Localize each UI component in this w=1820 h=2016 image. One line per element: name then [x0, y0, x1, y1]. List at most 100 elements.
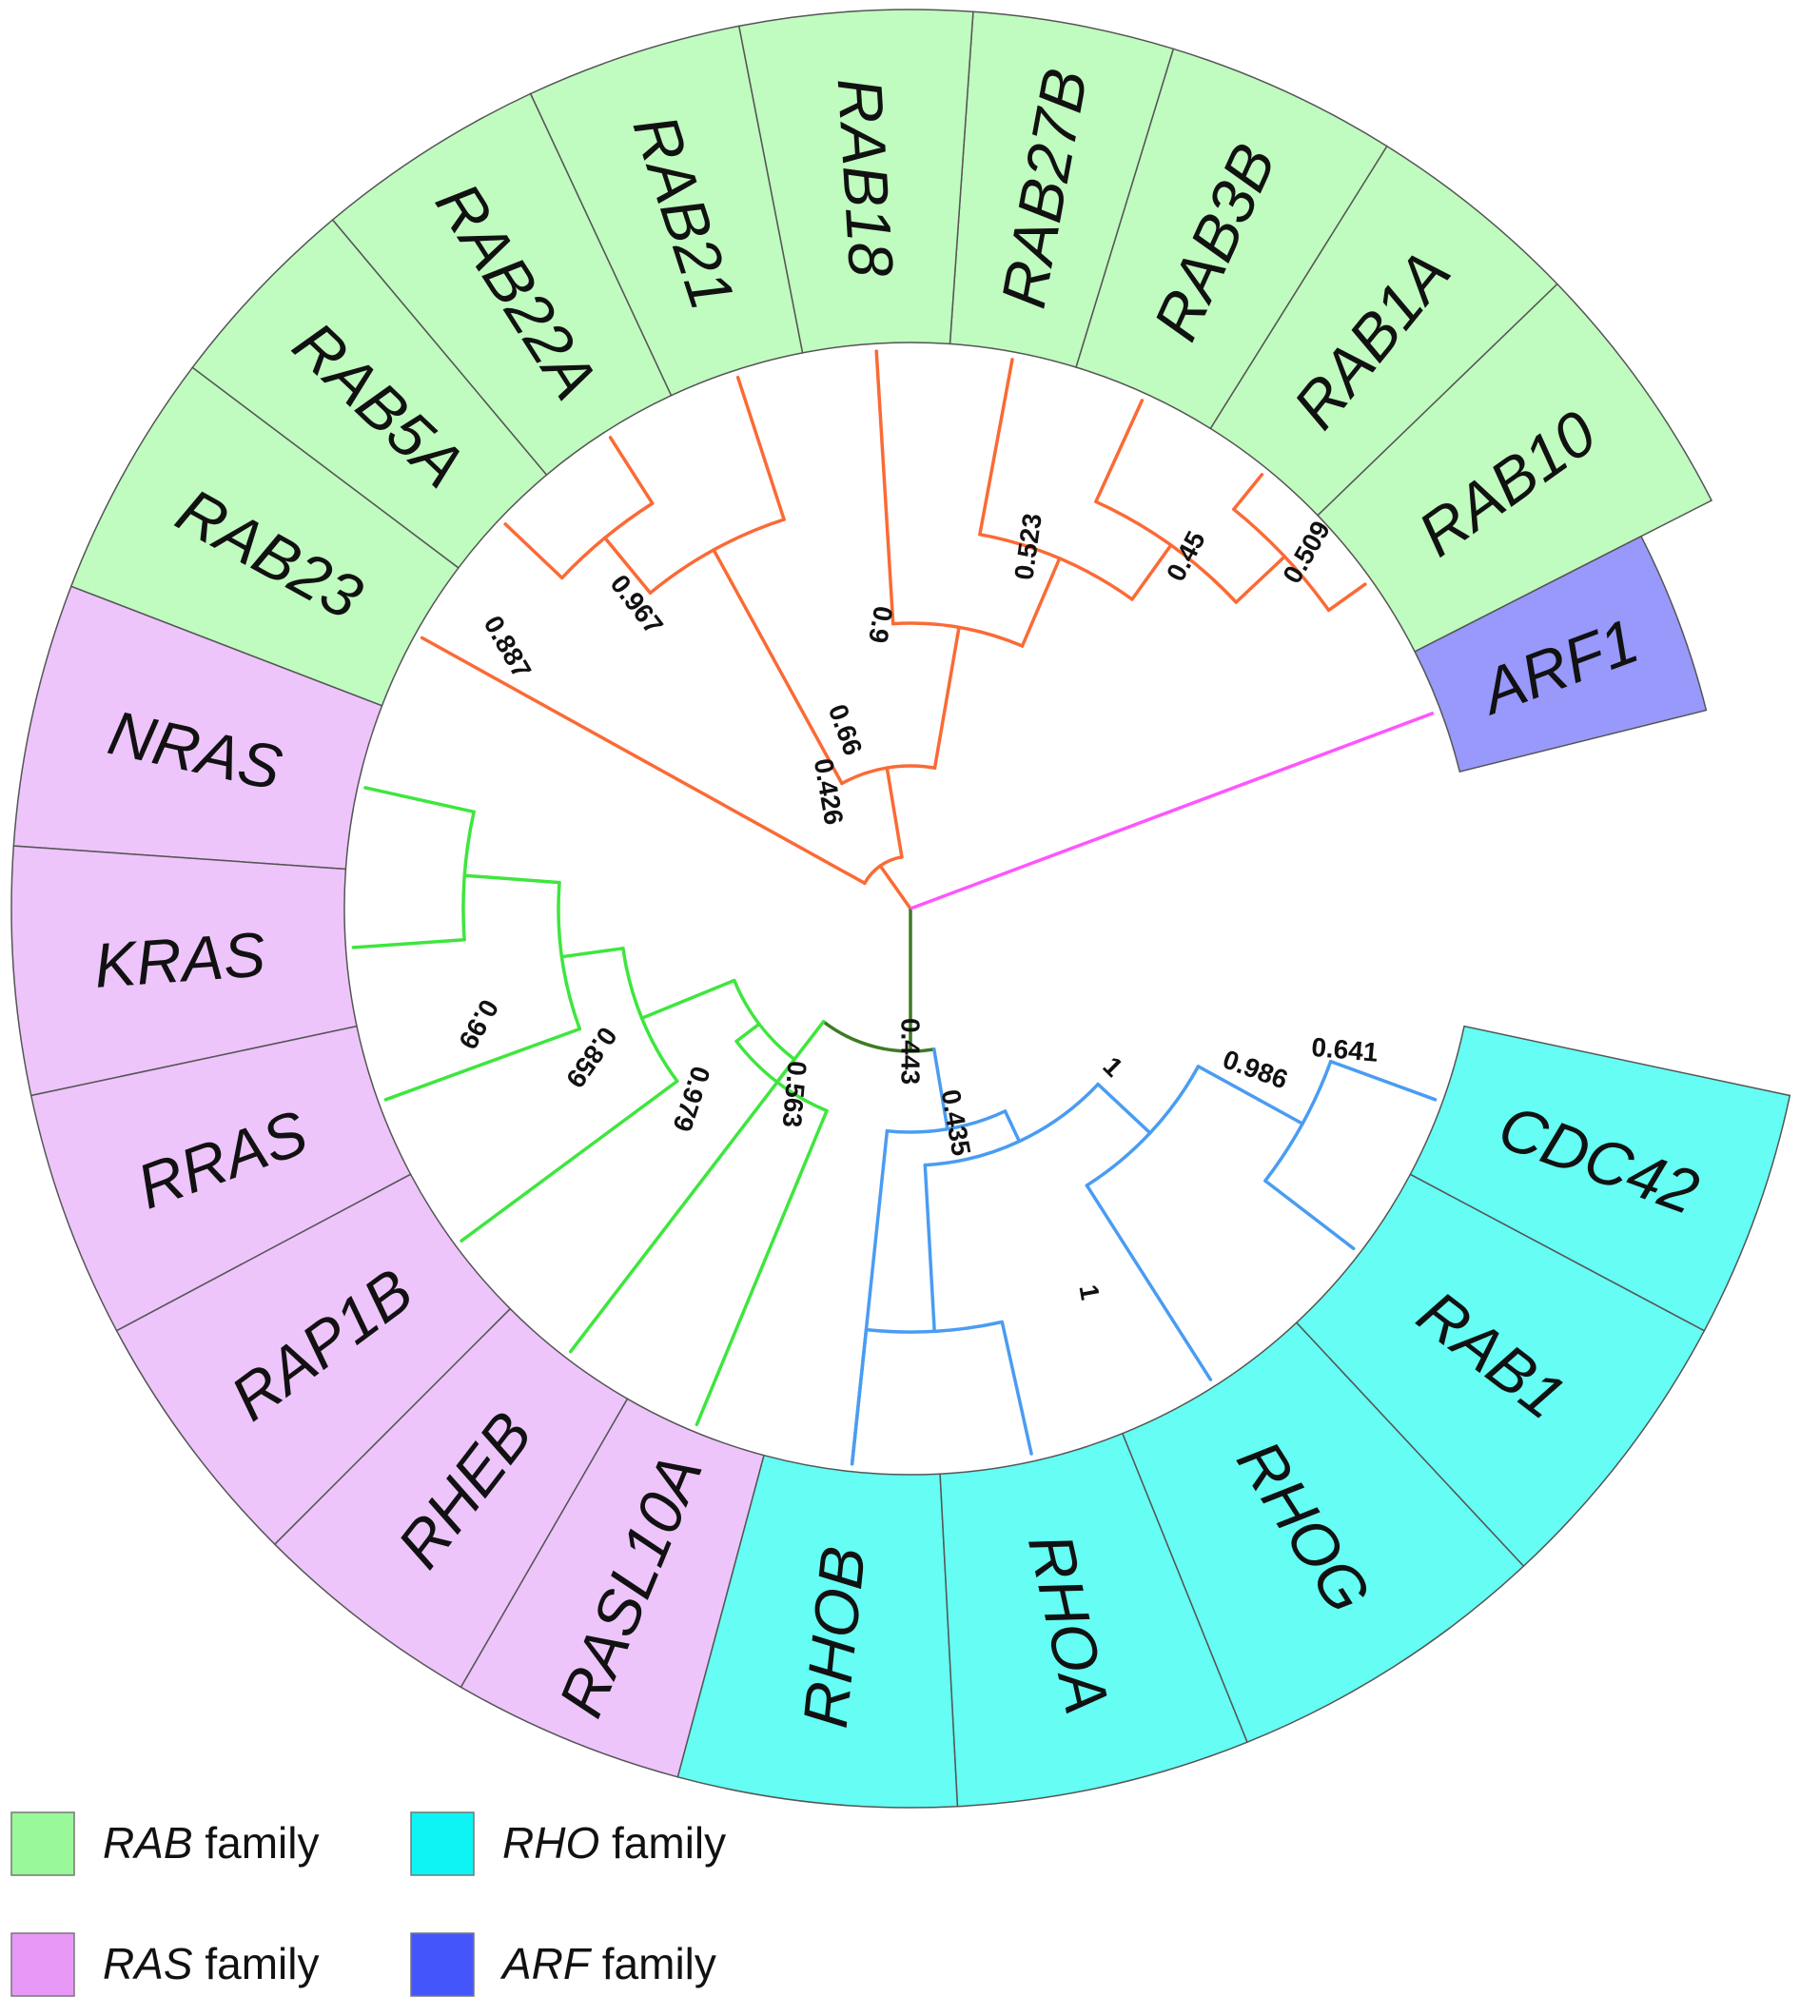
ring-segment-rasl10a: RASL10A	[460, 1398, 765, 1778]
ring-segment-fill	[1409, 1025, 1791, 1332]
support-value-label: 1	[1097, 1051, 1128, 1083]
clade-arc	[978, 532, 1134, 601]
clade-arc	[840, 764, 937, 786]
ring-segment-rab10: RAB10	[1316, 283, 1713, 653]
clade-arc	[923, 1082, 1100, 1167]
leaf-branch-rheb	[568, 1057, 796, 1354]
leaf-branch-rab27b	[978, 358, 1014, 537]
legend-swatch	[410, 1811, 475, 1876]
internal-branch	[923, 1163, 936, 1334]
ring-segment-rap1b: RAP1B	[115, 1173, 512, 1546]
clade-arc	[461, 810, 476, 942]
ring-segment-rras: RRAS	[29, 1025, 412, 1332]
support-value-label: 0.66	[823, 700, 869, 759]
leaf-branch-rhoa	[1000, 1320, 1033, 1456]
leaf-label-kras: KRAS	[92, 919, 267, 1001]
leaf-branch-rab21	[735, 375, 786, 521]
clade-arc	[559, 501, 655, 580]
legend-family-name: ARF	[499, 1939, 593, 1988]
support-value-label: 0.99	[453, 994, 504, 1054]
support-value-label: 0.426	[809, 756, 850, 827]
tree-branches	[351, 349, 1438, 1466]
internal-branch	[932, 1047, 949, 1131]
internal-branch	[1096, 1082, 1152, 1135]
internal-branch	[878, 864, 912, 910]
support-value-label: 0.443	[896, 1018, 926, 1085]
legend-family-suffix: family	[599, 1818, 726, 1868]
internal-branch	[1234, 555, 1287, 604]
support-value-label: 0.979	[667, 1063, 715, 1135]
support-value-label: 0.986	[1219, 1044, 1291, 1094]
legend-swatch	[410, 1932, 475, 1997]
internal-branch	[462, 873, 561, 885]
legend-family-name: RAS	[103, 1939, 193, 1988]
clade-arc	[1263, 1059, 1333, 1183]
leaf-branch-rap1b	[460, 1079, 679, 1243]
leaf-branch-kras	[351, 938, 466, 949]
leaf-branch-nras	[363, 786, 476, 814]
leaf-branch-rab3b	[1094, 399, 1145, 504]
ring-segment-rab21: RAB21	[529, 25, 804, 397]
ring-segment-rab1: RAB1	[1295, 1173, 1706, 1568]
clade-arc	[1232, 507, 1331, 613]
ring-segment-rhog: RHOG	[1121, 1321, 1525, 1744]
legend-family-suffix: family	[590, 1939, 716, 1988]
internal-branch	[1020, 557, 1062, 648]
support-value-label: 0.967	[605, 569, 670, 639]
support-value-label: 0.45	[1161, 526, 1211, 586]
ring-segment-nras: NRAS	[12, 585, 383, 871]
leaf-branch-rhog	[1085, 1184, 1213, 1381]
ring-segment-cdc42: CDC42	[1409, 1025, 1791, 1332]
clade-arc	[621, 947, 679, 1084]
internal-branch	[885, 766, 904, 859]
ring-segment-kras: KRAS	[10, 845, 358, 1097]
ring-segment-arf1: ARF1	[1414, 535, 1708, 773]
clade-arc	[885, 1109, 1008, 1134]
leaf-branch-rab22a	[608, 436, 655, 505]
clade-arc	[557, 880, 582, 1031]
leaf-branch-rasl10a	[695, 1108, 829, 1427]
legend-family-name: RHO	[502, 1818, 599, 1868]
clade-arc	[863, 855, 904, 886]
support-value-label: 0.563	[777, 1060, 812, 1129]
support-value-label: 1	[1073, 1282, 1105, 1302]
legend-label: ARF family	[499, 1939, 716, 1988]
leaf-branch-rab1	[1263, 1179, 1356, 1251]
leaf-branch-rab18	[874, 349, 895, 626]
ring-segment-rab23: RAB23	[69, 366, 460, 707]
legend-swatch	[10, 1932, 75, 1997]
clade-arc	[1094, 499, 1239, 604]
legend-label: RAS family	[103, 1939, 320, 1988]
internal-branch	[712, 548, 762, 636]
clade-arc	[733, 978, 796, 1062]
leaf-branch-rab5a	[503, 522, 564, 580]
leaf-branch-rab10	[1326, 582, 1367, 613]
root-arc	[821, 1020, 936, 1053]
leaf-branch-rab1a	[1232, 473, 1264, 512]
internal-branch	[1003, 1109, 1022, 1144]
clade-arc	[864, 1320, 1005, 1334]
legend-family-name: RAB	[103, 1818, 193, 1868]
internal-branch	[1196, 1065, 1304, 1125]
internal-branch	[932, 625, 961, 770]
leaf-branch-rras	[383, 1027, 582, 1102]
legend-label: RHO family	[502, 1818, 726, 1868]
support-value-label: 0.641	[1310, 1032, 1380, 1067]
legend-item-ras: RAS family	[10, 1932, 320, 1997]
internal-branch	[603, 536, 653, 595]
ring-segment-rheb: RHEB	[273, 1307, 629, 1689]
clade-arc	[890, 621, 1025, 648]
clade-arc	[648, 518, 786, 595]
support-value-label: 0.523	[1008, 512, 1047, 582]
internal-branch	[734, 1022, 761, 1044]
legend-family-suffix: family	[193, 1818, 320, 1868]
internal-branch	[1130, 543, 1173, 601]
internal-branch	[559, 947, 625, 959]
leaf-branch-rhob	[850, 1128, 890, 1466]
legend-item-rho: RHO family	[410, 1811, 726, 1876]
support-value-label: 0.509	[1277, 516, 1336, 588]
legend-item-rab: RAB family	[10, 1811, 320, 1876]
support-value-label: 0.435	[935, 1087, 976, 1158]
ring-segment-rhob: RHOB	[676, 1454, 959, 1809]
